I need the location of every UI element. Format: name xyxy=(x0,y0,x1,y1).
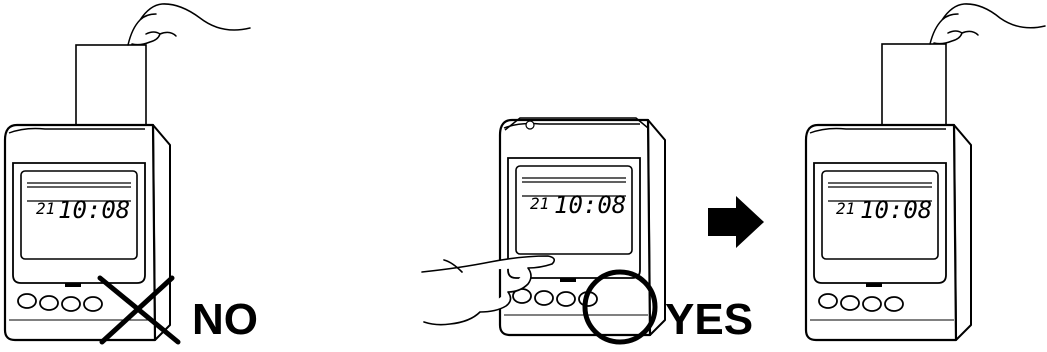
panel-result: 21 10:08 xyxy=(806,4,1045,340)
lcd-date: 21 xyxy=(36,199,55,218)
panel-yes: 21 10:08 YES xyxy=(422,118,753,344)
verdict-yes: YES xyxy=(665,295,753,344)
lcd-time: 10:08 xyxy=(860,196,932,224)
verdict-no: NO xyxy=(192,295,258,344)
time-card xyxy=(76,45,146,135)
lcd-date: 21 xyxy=(530,194,549,213)
hand-icon xyxy=(930,4,1045,44)
lcd-date: 21 xyxy=(836,199,855,218)
right-arrow-icon xyxy=(708,196,764,248)
hand-icon xyxy=(128,4,250,45)
lcd-time: 10:08 xyxy=(58,196,130,224)
lcd-time: 10:08 xyxy=(554,191,626,219)
panel-no: 21 10:08 NO xyxy=(5,4,258,344)
time-card xyxy=(882,44,946,132)
